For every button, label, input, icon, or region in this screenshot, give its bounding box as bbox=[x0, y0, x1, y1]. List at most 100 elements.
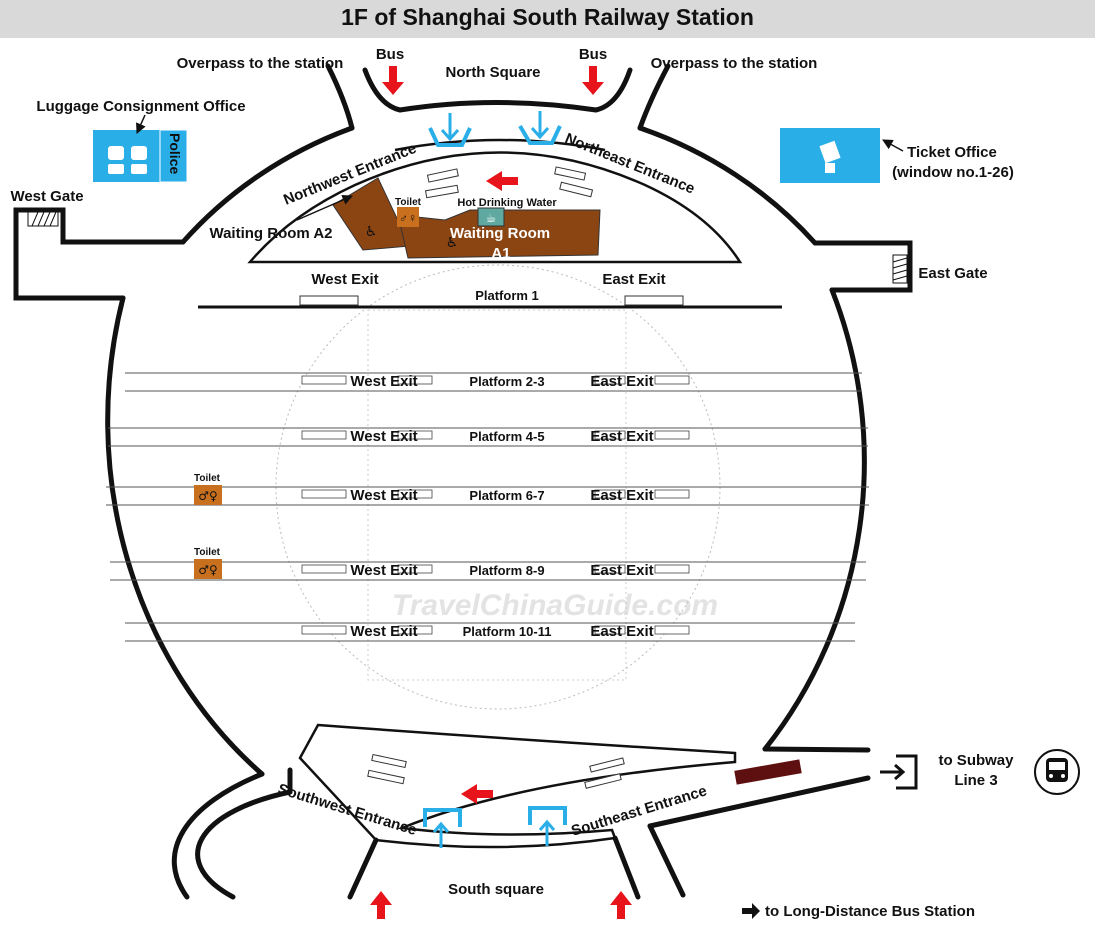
a2-pointer bbox=[296, 194, 353, 221]
overpass-right-label: Overpass to the station bbox=[651, 55, 818, 72]
toilet-icon-row-6-7 bbox=[194, 485, 222, 505]
ticket-icon bbox=[819, 140, 841, 164]
exit-stair-marker bbox=[594, 564, 626, 574]
east-exit-label: East Exit bbox=[590, 373, 653, 390]
west-exit-label: West Exit bbox=[350, 487, 417, 504]
platform-1-label: Platform 1 bbox=[475, 288, 539, 303]
ticket-office-label: Ticket Office bbox=[907, 144, 997, 161]
subway-line-label: Line 3 bbox=[954, 772, 997, 789]
luggage-label: Luggage Consignment Office bbox=[36, 98, 245, 115]
west-exit-top-label: West Exit bbox=[311, 271, 378, 288]
subway-label: to Subway bbox=[938, 752, 1014, 769]
toilet-2-label: Toilet bbox=[194, 547, 221, 558]
toilet-glyph-2: ♂♀ bbox=[198, 563, 218, 577]
exit-stair-marker bbox=[397, 625, 433, 635]
south-hall bbox=[298, 723, 737, 849]
platform-label: Platform 8-9 bbox=[469, 563, 544, 578]
northeast-entrance-icon bbox=[518, 111, 562, 145]
exit-stair-marker bbox=[301, 564, 347, 574]
platform-label: Platform 6-7 bbox=[469, 488, 544, 503]
long-distance-label: to Long-Distance Bus Station bbox=[765, 903, 975, 920]
southeast-entrance-icon bbox=[528, 806, 567, 846]
west-gate-label: West Gate bbox=[10, 188, 83, 205]
luggage-office-box bbox=[93, 130, 160, 182]
exit-stair-marker bbox=[654, 489, 690, 499]
police-label: Police bbox=[167, 133, 183, 174]
east-exit-top-label: East Exit bbox=[602, 271, 665, 288]
flow-arrow-south bbox=[461, 784, 493, 804]
bus-arrow-left bbox=[382, 66, 404, 95]
north-hall-inner bbox=[394, 138, 606, 152]
hot-water-icon bbox=[477, 207, 505, 227]
east-exit-label: East Exit bbox=[590, 487, 653, 504]
toilet-top-icon bbox=[397, 207, 419, 227]
bus-left-label: Bus bbox=[376, 46, 404, 63]
exit-stair-marker bbox=[594, 430, 626, 440]
waiting-a1-label: Waiting Room bbox=[450, 225, 550, 242]
exit-stair-marker bbox=[654, 625, 690, 635]
stair-markers bbox=[367, 166, 625, 789]
southeast-entrance-label: Southeast Entrance bbox=[569, 782, 709, 839]
west-gate-hatch-lines bbox=[31, 211, 57, 227]
luggage-icon-3 bbox=[108, 164, 124, 174]
police-box bbox=[159, 129, 188, 183]
top-exit-markers bbox=[299, 295, 684, 306]
watermark: TravelChinaGuide.com bbox=[392, 589, 718, 622]
exit-stair-marker bbox=[594, 489, 626, 499]
waiting-room-a1 bbox=[397, 209, 601, 259]
northwest-entrance-icon bbox=[428, 113, 472, 147]
inner-concourse-rect bbox=[367, 309, 627, 681]
west-exit-label: West Exit bbox=[350, 428, 417, 445]
exit-stair-marker bbox=[654, 564, 690, 574]
ticket-window-label: (window no.1-26) bbox=[892, 164, 1014, 181]
luggage-icon-4 bbox=[131, 164, 147, 174]
exit-stair-marker bbox=[594, 375, 626, 385]
west-exit-label: West Exit bbox=[350, 562, 417, 579]
southwest-entrance-icon bbox=[423, 808, 462, 848]
bus-right-label: Bus bbox=[579, 46, 607, 63]
ticket-pointer bbox=[882, 139, 904, 152]
overpass-left-label: Overpass to the station bbox=[177, 55, 344, 72]
exit-stair-marker bbox=[397, 375, 433, 385]
luggage-pointer bbox=[136, 114, 146, 134]
long-distance-arrow-icon bbox=[742, 903, 760, 919]
exit-stair-marker bbox=[654, 375, 690, 385]
exit-stair-marker bbox=[301, 625, 347, 635]
west-gate-hatch bbox=[27, 211, 59, 227]
west-exit-label: West Exit bbox=[350, 623, 417, 640]
ticket-icon-2 bbox=[825, 163, 835, 173]
toilet-icon-row-8-9 bbox=[194, 559, 222, 579]
east-gate-label: East Gate bbox=[918, 265, 987, 282]
map-title: 1F of Shanghai South Railway Station bbox=[341, 4, 754, 30]
metro-train-icon bbox=[1034, 749, 1080, 795]
exit-stair-marker bbox=[397, 564, 433, 574]
seat-icon-a1: ♿ bbox=[446, 235, 459, 251]
luggage-icon-1 bbox=[108, 146, 124, 160]
exit-stair-marker bbox=[301, 375, 347, 385]
overpass-roads bbox=[325, 63, 671, 131]
seat-icon-a2: ♿ bbox=[365, 224, 378, 240]
south-arrow-left bbox=[370, 891, 392, 919]
east-exit-label: East Exit bbox=[590, 623, 653, 640]
exit-stair-marker bbox=[397, 489, 433, 499]
waiting-a2-label: Waiting Room A2 bbox=[209, 225, 332, 242]
east-exit-label: East Exit bbox=[590, 428, 653, 445]
title-bar bbox=[0, 0, 1095, 38]
exit-stair-marker bbox=[397, 430, 433, 440]
southwest-entrance-label: Southwest Entrance bbox=[276, 781, 419, 839]
subway-door-icon bbox=[896, 754, 918, 790]
toilet-top-label: Toilet bbox=[395, 197, 422, 208]
subway-bar bbox=[734, 759, 802, 785]
north-hall bbox=[247, 151, 743, 264]
toilet-icon-glyph-top: ♂♀ bbox=[399, 211, 417, 225]
luggage-icon-2 bbox=[131, 146, 147, 160]
east-gate-hatch bbox=[892, 254, 908, 284]
west-exit-label: West Exit bbox=[350, 373, 417, 390]
toilet-1-label: Toilet bbox=[194, 473, 221, 484]
station-outline bbox=[13, 125, 913, 900]
platform-label: Platform 4-5 bbox=[469, 429, 544, 444]
exit-stair-marker bbox=[654, 430, 690, 440]
east-gate-hatch-lines bbox=[892, 257, 908, 281]
